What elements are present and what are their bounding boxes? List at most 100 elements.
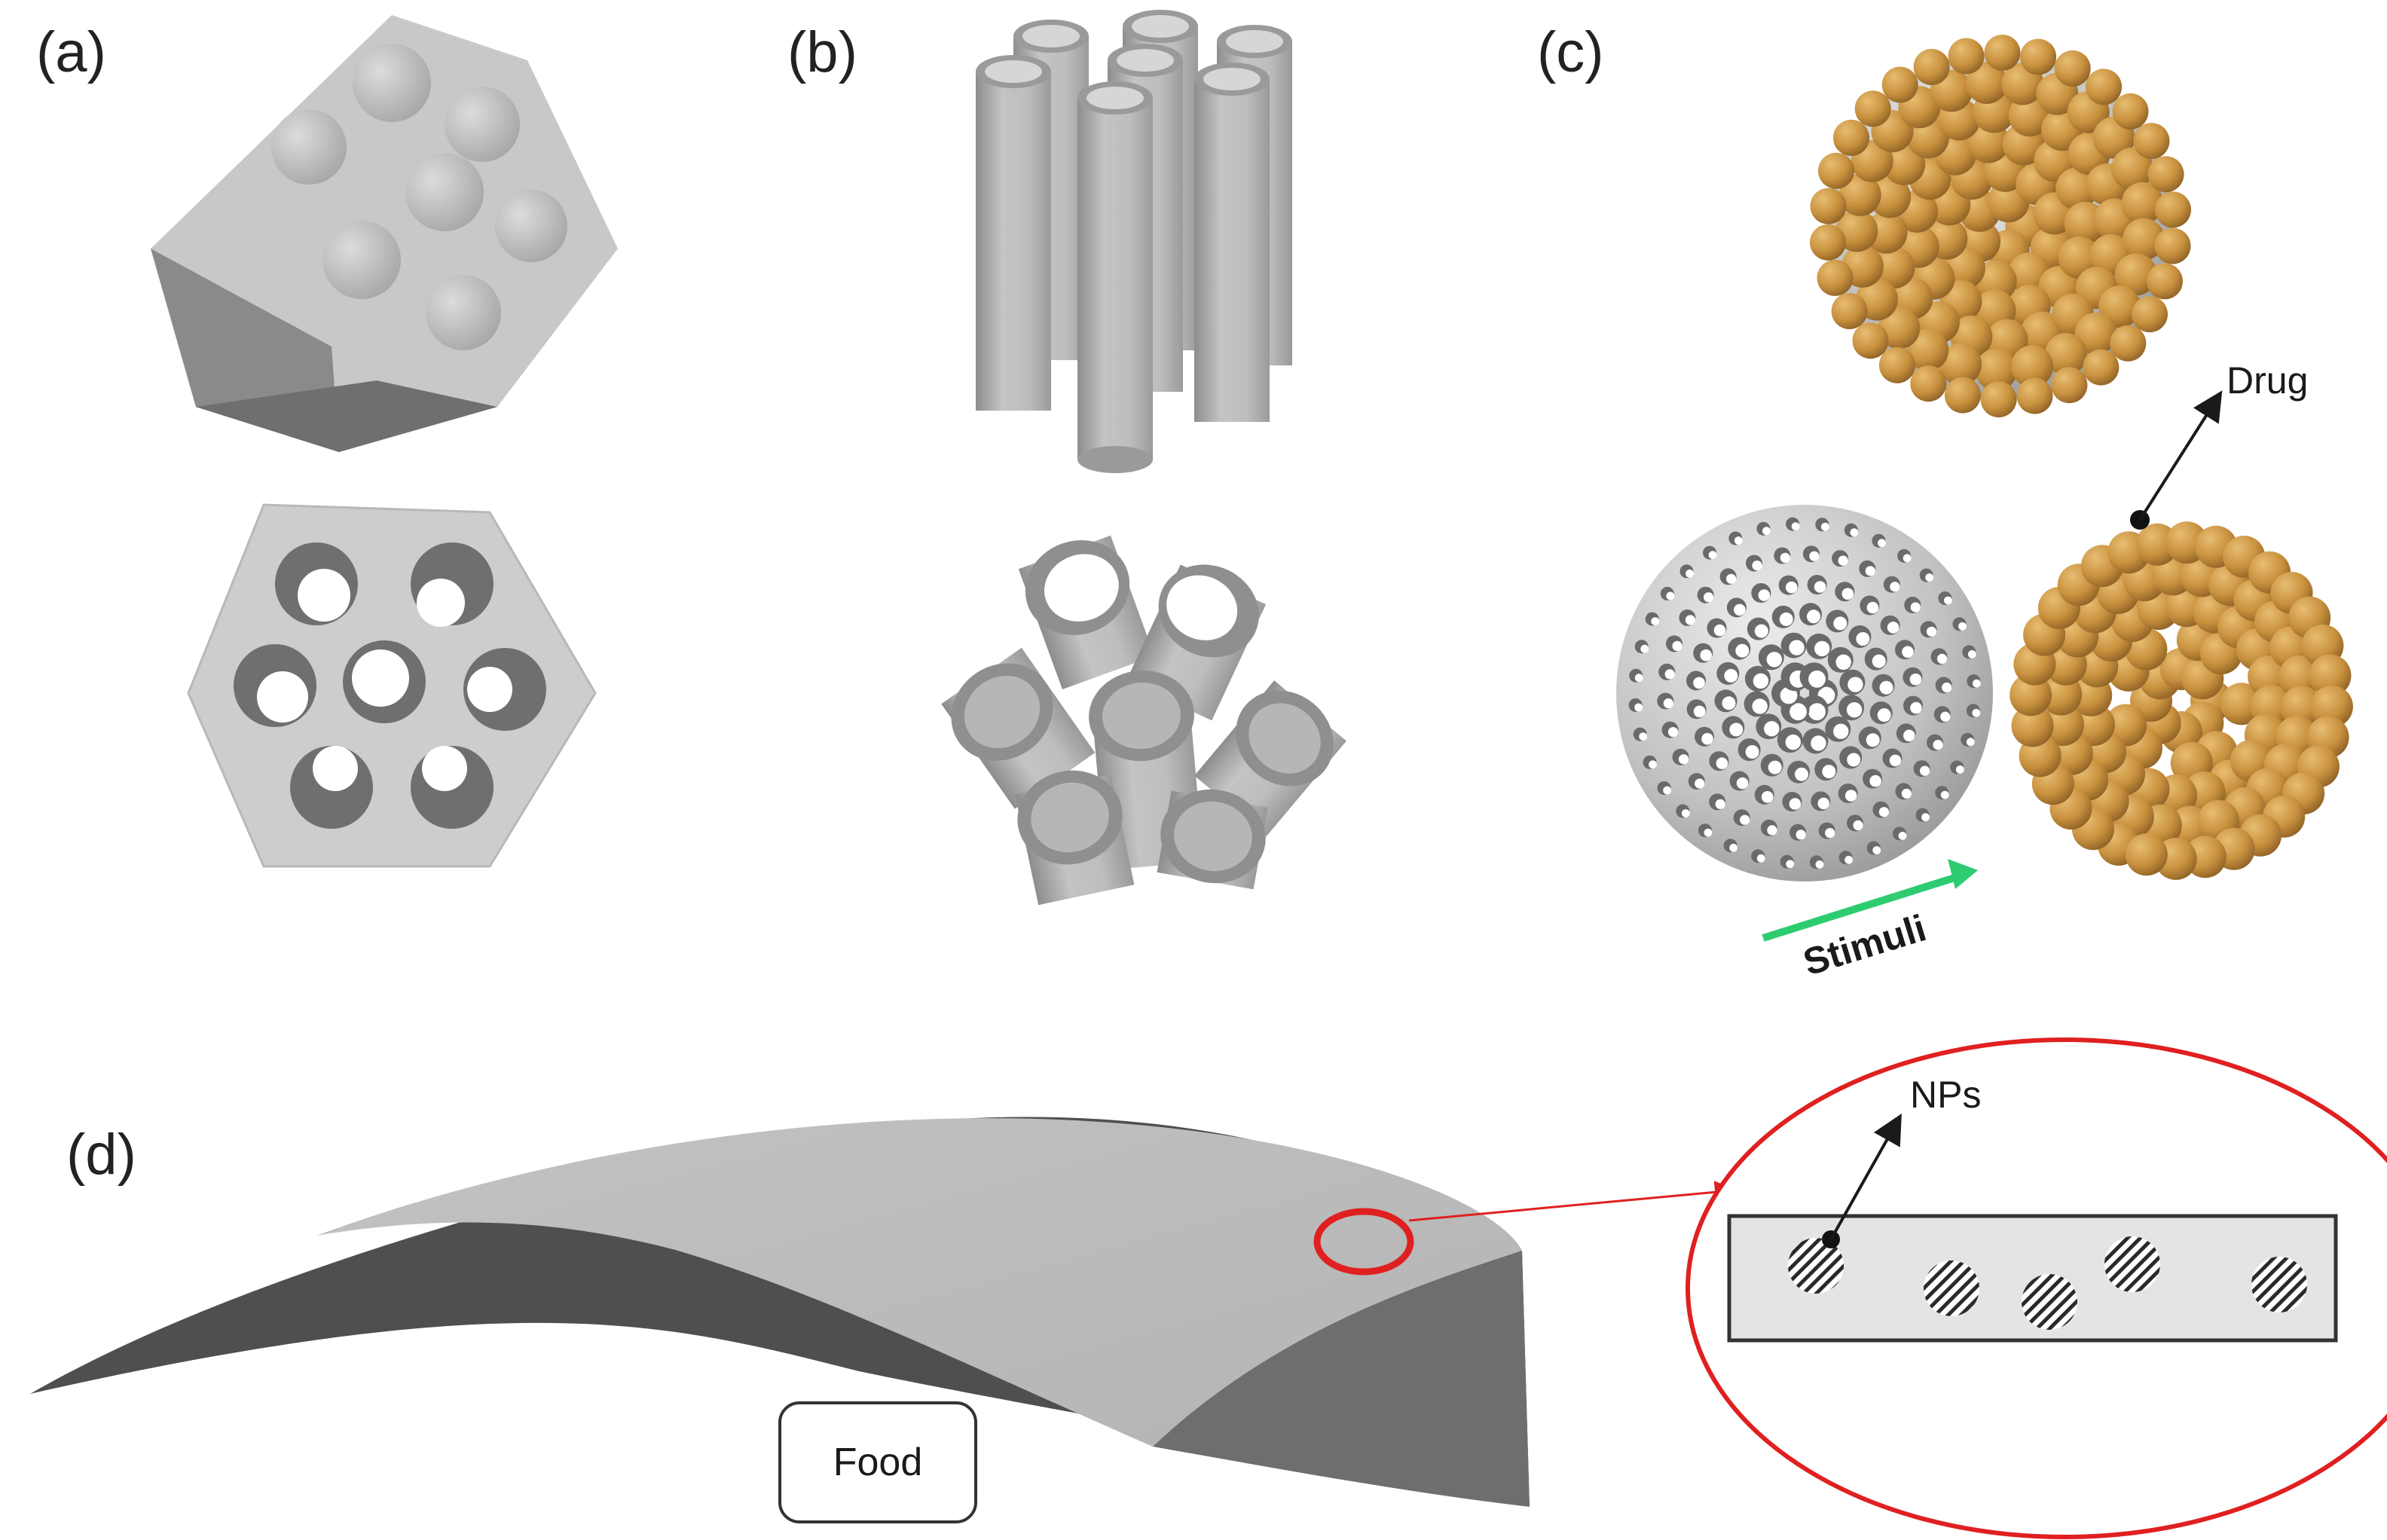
sphere-pore-opening bbox=[1701, 732, 1713, 745]
sphere-pore-opening bbox=[1814, 640, 1830, 657]
gold-nanoparticle bbox=[1975, 348, 2018, 391]
food-label-box: Food bbox=[778, 1401, 977, 1523]
gold-nanoparticle bbox=[1906, 328, 1949, 371]
sphere-pore-opening bbox=[1734, 603, 1746, 616]
sphere-pore-opening bbox=[1844, 790, 1857, 802]
pore bbox=[234, 542, 546, 829]
zoom-highlight bbox=[1313, 1181, 1738, 1276]
sphere-pore-opening bbox=[1972, 708, 1981, 717]
sphere-pore-opening bbox=[1807, 610, 1820, 624]
mesoporous-block-cross-section bbox=[187, 503, 597, 868]
gold-nanoparticle bbox=[1810, 188, 1847, 225]
sphere-pore-opening bbox=[1822, 765, 1836, 779]
sphere-pore-opening bbox=[1936, 653, 1948, 665]
sphere-pore-opening bbox=[1809, 551, 1820, 561]
sphere-pore-opening bbox=[1768, 760, 1782, 775]
sphere-pore-opening bbox=[1966, 738, 1975, 747]
sphere-pore-opening bbox=[1933, 740, 1943, 750]
gold-nanoparticle bbox=[2123, 218, 2165, 261]
sphere-pore-opening bbox=[1869, 775, 1881, 787]
sphere-pore-opening bbox=[1878, 807, 1889, 817]
sphere-pore-opening bbox=[1940, 711, 1951, 722]
sphere-pore-opening bbox=[1879, 680, 1893, 695]
gold-nanoparticle bbox=[2220, 683, 2263, 726]
food-label: Food bbox=[833, 1441, 923, 1484]
sphere-pore-opening bbox=[1724, 668, 1738, 683]
gold-nanoparticle bbox=[2098, 286, 2141, 328]
sphere-pore-opening bbox=[1898, 832, 1907, 840]
gold-nanoparticle bbox=[1817, 259, 1854, 296]
sphere-pore-opening bbox=[1909, 673, 1922, 686]
sphere-pore-opening bbox=[1715, 799, 1725, 809]
sphere-pore-opening bbox=[1856, 632, 1870, 646]
sphere-pore-opening bbox=[1955, 765, 1964, 774]
gold-nanoparticle bbox=[1965, 62, 2008, 104]
gold-nanoparticle bbox=[2045, 332, 2087, 375]
sphere-pore-opening bbox=[1740, 814, 1750, 825]
sphere-pore-opening bbox=[1814, 581, 1826, 593]
gold-nanoparticle bbox=[2309, 654, 2352, 697]
sphere-pore-opening bbox=[1745, 745, 1759, 759]
panel-d-label: (d) bbox=[66, 1123, 136, 1187]
sphere-pores bbox=[1628, 517, 1981, 869]
gold-nanoparticle bbox=[1984, 35, 2021, 71]
sphere-pore-opening bbox=[1708, 551, 1717, 559]
sphere-pore-opening bbox=[1640, 644, 1649, 653]
sphere-pore-opening bbox=[1756, 854, 1765, 863]
sphere-pore-opening bbox=[1846, 702, 1863, 718]
sphere-pore-opening bbox=[1910, 602, 1921, 613]
sphere-pore-opening bbox=[1767, 825, 1777, 836]
sphere-pore-opening bbox=[1903, 729, 1915, 742]
sphere-pore-opening bbox=[1651, 617, 1660, 625]
sphere-pore-opening bbox=[1833, 616, 1848, 631]
gold-nanoparticle bbox=[2154, 228, 2191, 264]
sphere-pore-opening bbox=[1844, 855, 1854, 864]
gold-nanoparticle bbox=[1831, 292, 1868, 329]
gold-nanoparticle bbox=[2121, 182, 2164, 225]
sphere-pore-opening bbox=[1736, 777, 1749, 790]
drug-pointer: Drug bbox=[2130, 359, 2308, 530]
sphere-pore-opening bbox=[1925, 573, 1934, 582]
sphere-pore-opening bbox=[1835, 654, 1851, 670]
nanotube-bundle-side bbox=[976, 10, 1292, 473]
sphere-pore-opening bbox=[1672, 640, 1683, 652]
sphere-pore-opening bbox=[1704, 828, 1713, 837]
panel-b: (b) bbox=[787, 10, 1346, 906]
gold-nanoparticle bbox=[2310, 685, 2353, 728]
sphere-pore-opening bbox=[1649, 760, 1657, 769]
gold-nanoparticle bbox=[2083, 349, 2120, 386]
sphere-pore-opening bbox=[1693, 705, 1706, 718]
sphere-pore-opening bbox=[1726, 573, 1737, 584]
sphere-pore-opening bbox=[1848, 677, 1863, 692]
sphere-pore-opening bbox=[1796, 830, 1806, 840]
sphere-pore-opening bbox=[1850, 528, 1859, 537]
gold-nanoparticle bbox=[1872, 246, 1915, 289]
sphere-pore-opening bbox=[1785, 581, 1798, 594]
sphere-pore-opening bbox=[1973, 679, 1981, 688]
gold-nanoparticle bbox=[2016, 377, 2053, 414]
sphere-pore-opening bbox=[1685, 615, 1695, 625]
gold-nanoparticle bbox=[2133, 123, 2170, 160]
gold-nanoparticle bbox=[2112, 93, 2149, 130]
sphere-pore-opening bbox=[1833, 723, 1849, 739]
sphere-pore-opening bbox=[1766, 652, 1782, 668]
sphere-pore-opening bbox=[1872, 654, 1886, 668]
sphere-pore-opening bbox=[1853, 820, 1863, 830]
gold-nanoparticle bbox=[2278, 655, 2321, 698]
gold-nanoparticle bbox=[1980, 381, 2017, 417]
sphere-pore-opening bbox=[1634, 703, 1643, 712]
nps-label: NPs bbox=[1910, 1074, 1981, 1116]
sphere-pore-opening bbox=[1926, 626, 1937, 637]
sphere-pore-opening bbox=[1795, 767, 1808, 781]
sphere-pore-opening bbox=[1780, 686, 1798, 704]
gold-nanoparticle bbox=[2132, 296, 2168, 333]
sphere-pore-opening bbox=[1695, 778, 1705, 789]
sphere-pore-opening bbox=[1866, 601, 1879, 614]
gold-nanoparticle bbox=[1818, 152, 1854, 189]
packaging-film bbox=[30, 1117, 1530, 1507]
sphere-pore-opening bbox=[1789, 640, 1805, 655]
nanotube-bundle-splayed bbox=[941, 535, 1346, 906]
gold-nanoparticle bbox=[2011, 704, 2054, 747]
gold-nanoparticle bbox=[2054, 50, 2091, 87]
gold-nanoparticle bbox=[2074, 312, 2117, 355]
